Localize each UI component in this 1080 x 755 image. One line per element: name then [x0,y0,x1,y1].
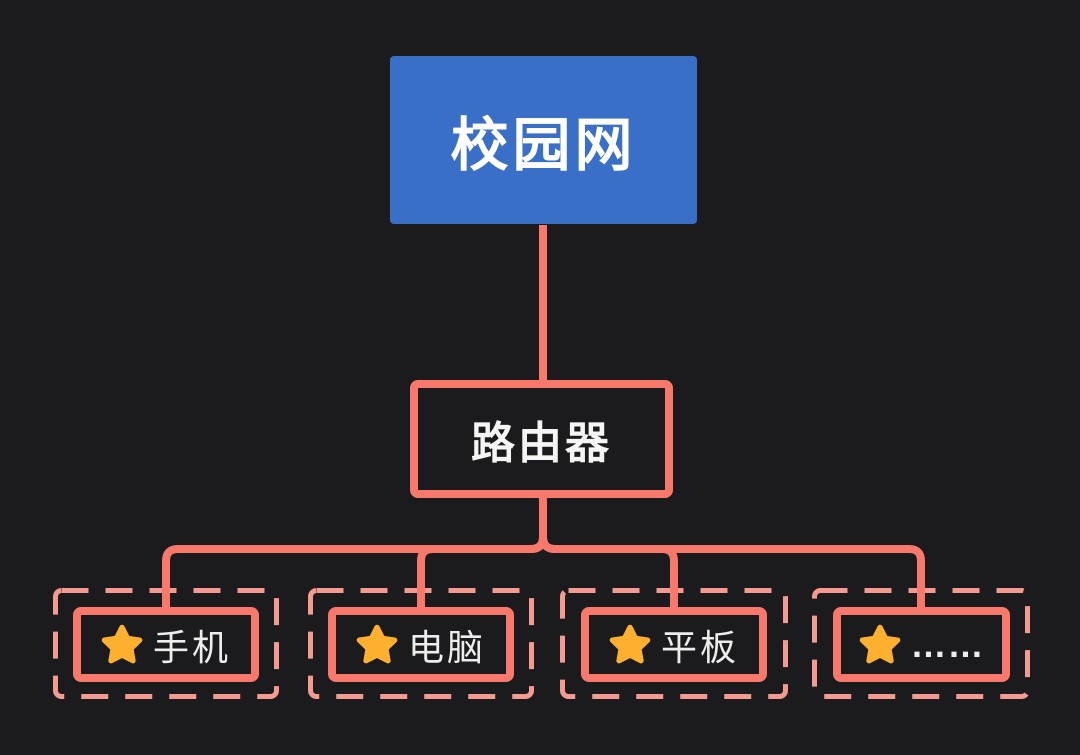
link-router-tablet [539,494,678,612]
node-router: 路由器 [410,380,673,498]
device-label-phone: 手机 [152,626,231,668]
device-label-tablet: 平板 [660,626,739,668]
device-box-phone: 手机 [73,607,259,682]
link-router-more [539,494,925,612]
star-icon [859,624,901,666]
star-icon [356,624,398,666]
device-box-more: …… [833,607,1010,682]
device-label-computer: 电脑 [407,626,486,668]
star-icon [609,624,651,666]
node-campus-network-label: 校园网 [450,113,637,178]
node-campus-network: 校园网 [390,56,697,224]
link-router-computer [417,494,547,612]
device-box-tablet: 平板 [581,607,767,682]
star-icon [101,624,143,666]
device-box-computer: 电脑 [328,607,514,682]
link-router-phone [162,494,547,612]
node-router-label: 路由器 [471,419,612,468]
device-label-more: …… [910,623,985,665]
